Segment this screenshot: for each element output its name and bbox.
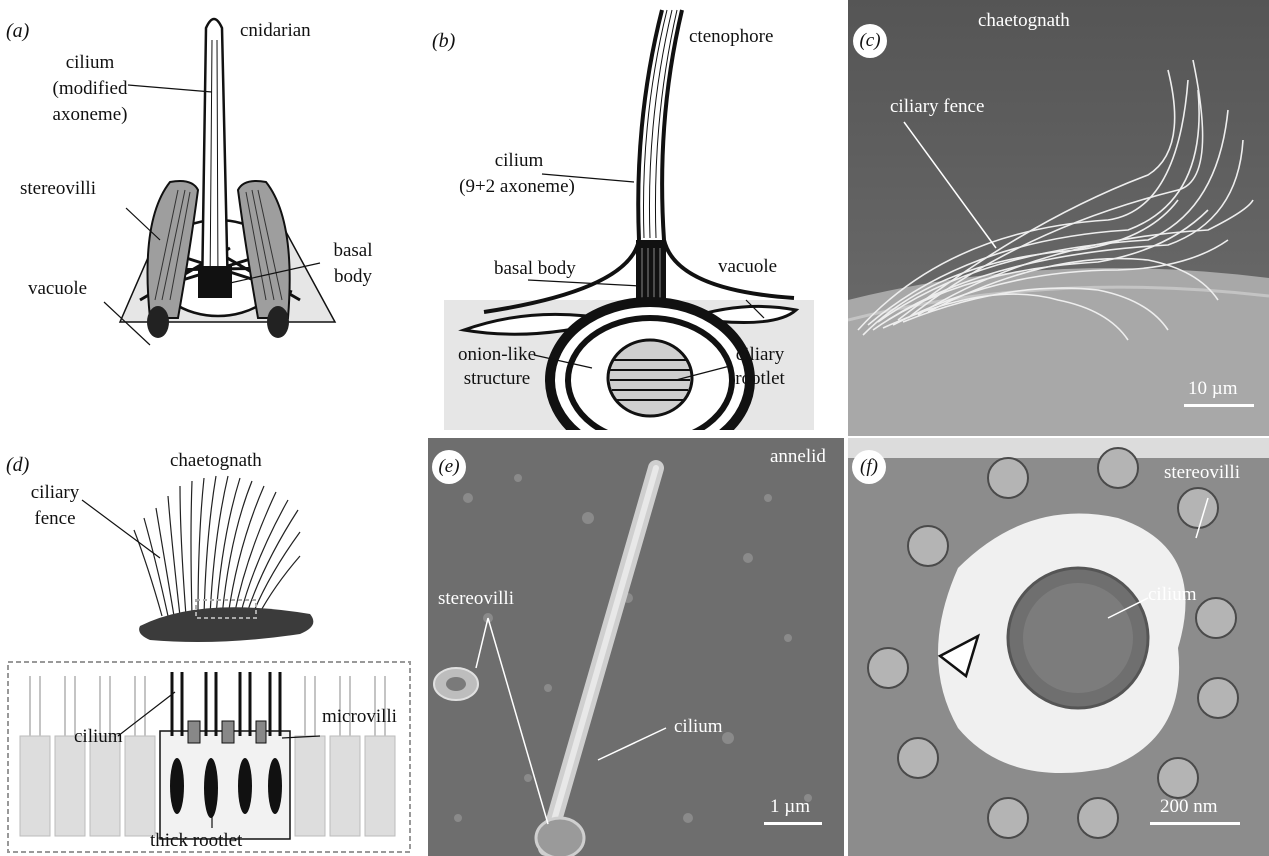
panel-e-title: annelid bbox=[770, 446, 826, 468]
label-stereovilli: stereovilli bbox=[20, 178, 96, 200]
panel-a-cnidarian: (a) cnidarian cilium (modified axoneme) … bbox=[0, 0, 420, 430]
label-onion-like: onion-like bbox=[442, 344, 552, 366]
annelid-cilium-image bbox=[428, 438, 844, 856]
label-cilium: cilium bbox=[1148, 584, 1197, 606]
ciliary-fence-image bbox=[848, 0, 1269, 436]
label-structure: structure bbox=[442, 368, 552, 390]
label-cilium-axoneme: axoneme) bbox=[30, 104, 150, 126]
panel-c-title: chaetognath bbox=[978, 10, 1070, 32]
ciliary-fence-fan bbox=[134, 476, 300, 616]
panel-e-letter: e bbox=[445, 456, 453, 477]
label-basal-body: basal body bbox=[494, 258, 576, 280]
label-vacuole: vacuole bbox=[718, 256, 777, 278]
ciliary-rootlet-shape bbox=[608, 340, 692, 416]
basal-body-shape bbox=[198, 266, 232, 298]
label-ciliary: ciliary bbox=[10, 482, 100, 504]
label-cilium: cilium bbox=[674, 716, 723, 738]
label-stereovilli: stereovilli bbox=[438, 588, 514, 610]
fence-base bbox=[139, 607, 313, 642]
label-cilium-axoneme: (9+2 axoneme) bbox=[432, 176, 602, 198]
panel-c-letter: c bbox=[866, 30, 874, 51]
label-microvilli: microvilli bbox=[322, 706, 397, 728]
panel-f-letter: f bbox=[866, 456, 871, 477]
panel-d-title: chaetognath bbox=[170, 450, 262, 472]
label-cilium: cilium bbox=[74, 726, 123, 748]
panel-d-letter: (d) bbox=[6, 454, 29, 477]
panel-f-badge: (f) bbox=[852, 450, 886, 484]
panel-e-annelid-photo: (e) annelid stereovilli cilium 1 µm bbox=[428, 438, 844, 856]
panel-c-badge: (c) bbox=[853, 24, 887, 58]
panel-c-chaetognath-photo: (c) chaetognath ciliary fence 10 µm bbox=[848, 0, 1269, 436]
label-cilium: cilium bbox=[444, 150, 594, 172]
label-vacuole: vacuole bbox=[28, 278, 87, 300]
panel-b-ctenophore: (b) ctenophore cilium (9+2 axoneme) basa… bbox=[424, 0, 844, 430]
label-rootlet: rootlet bbox=[720, 368, 800, 390]
cilium-base bbox=[536, 818, 584, 856]
cilium-stalk bbox=[638, 10, 682, 240]
cilium-shape bbox=[202, 19, 228, 295]
scale-label-f: 200 nm bbox=[1160, 796, 1218, 818]
label-ciliary: ciliary bbox=[720, 344, 800, 366]
panel-a-title: cnidarian bbox=[240, 20, 311, 42]
label-cilium-modified: (modified bbox=[30, 78, 150, 100]
panel-d-chaetognath: (d) chaetognath ciliary fence cilium mic… bbox=[0, 436, 420, 856]
panel-b-letter: (b) bbox=[432, 30, 455, 53]
panel-b-title: ctenophore bbox=[689, 26, 773, 48]
scale-label-c: 10 µm bbox=[1188, 378, 1237, 400]
label-stereovilli: stereovilli bbox=[1164, 462, 1240, 484]
label-thick-rootlet: thick rootlet bbox=[150, 830, 242, 852]
cilium-cross-section-image bbox=[848, 438, 1269, 856]
panel-a-letter: (a) bbox=[6, 20, 29, 43]
scale-bar-f bbox=[1150, 822, 1240, 825]
label-basal: basal bbox=[318, 240, 388, 262]
panel-f-tem-photo: (f) stereovilli cilium 200 nm bbox=[848, 438, 1269, 856]
label-ciliary-fence: ciliary fence bbox=[890, 96, 984, 118]
scale-label-e: 1 µm bbox=[770, 796, 810, 818]
scale-bar-c bbox=[1184, 404, 1254, 407]
label-cilium: cilium bbox=[30, 52, 150, 74]
label-body: body bbox=[318, 266, 388, 288]
scale-bar-e bbox=[764, 822, 822, 825]
label-fence: fence bbox=[10, 508, 100, 530]
panel-e-badge: (e) bbox=[432, 450, 466, 484]
